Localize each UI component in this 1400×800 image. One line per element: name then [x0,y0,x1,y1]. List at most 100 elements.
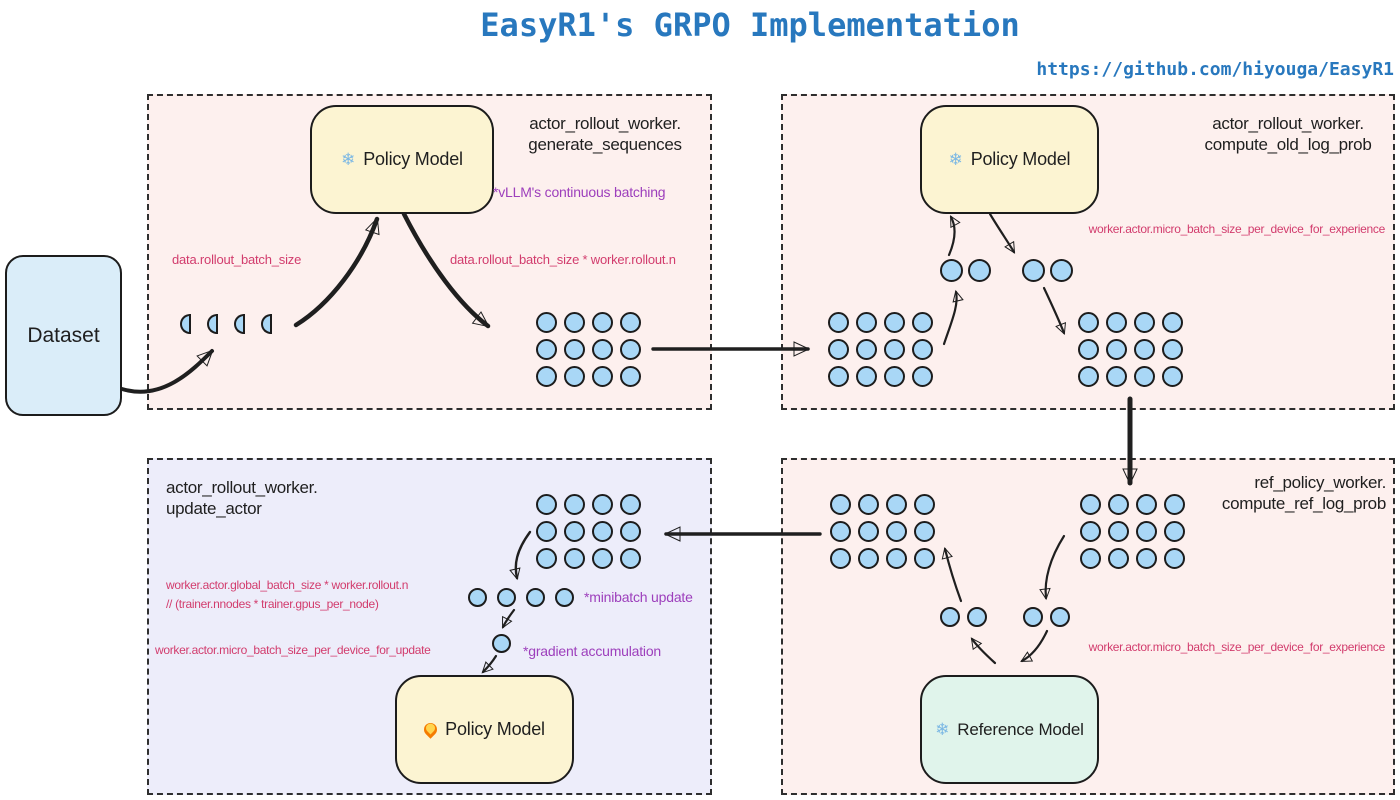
prompt-batch-row [180,314,272,334]
panel-update-actor [147,458,712,795]
sample-token [1134,339,1155,360]
experience-batch-grid [536,494,641,569]
label-rollout-times-n: data.rollout_batch_size * worker.rollout… [450,252,676,267]
sample-token [497,588,516,607]
sample-token [968,259,991,282]
sample-token [914,494,935,515]
sample-token [830,548,851,569]
sample-token [620,339,641,360]
sample-token [1162,339,1183,360]
sample-token [1022,259,1045,282]
prompt-token [207,314,218,334]
sample-token [858,548,879,569]
micro-batch-pair [1022,259,1073,282]
sample-token [564,366,585,387]
sample-token [592,366,613,387]
sample-token [620,494,641,515]
sample-token [828,312,849,333]
model-label: Policy Model [970,149,1071,169]
sample-token [914,521,935,542]
sample-token [1080,548,1101,569]
model-label: Policy Model [363,149,463,169]
label-rollout-batch-size: data.rollout_batch_size [172,252,302,267]
sample-token [858,494,879,515]
sample-token [1108,494,1129,515]
header-update-actor: actor_rollout_worker. update_actor [166,478,318,519]
output-batch-grid [830,494,935,569]
sample-token [1134,312,1155,333]
github-repo-link[interactable]: https://github.com/hiyouga/EasyR1 [1036,59,1394,80]
label-micro-batch-experience-ref: worker.actor.micro_batch_size_per_device… [1088,640,1386,654]
sample-token [620,548,641,569]
prompt-token [261,314,272,334]
note-gradient-accumulation: *gradient accumulation [523,643,662,659]
sample-token [1078,366,1099,387]
sample-token [828,339,849,360]
sample-token [1106,312,1127,333]
model-label: Policy Model [445,719,545,739]
dataset-label: Dataset [27,323,100,347]
policy-model-generate: ❄ Policy Model [310,105,494,214]
micro-batch-sample [492,634,511,653]
input-batch-grid [828,312,933,387]
header-compute-old-log-prob: actor_rollout_worker. compute_old_log_pr… [1204,114,1372,155]
sample-token [967,607,987,627]
micro-batch-pair [940,259,991,282]
sample-token [1023,607,1043,627]
sample-token [912,366,933,387]
sample-token [884,339,905,360]
sample-token [1164,494,1185,515]
header-generate-sequences: actor_rollout_worker. generate_sequences [528,114,682,155]
micro-batch-pair [940,607,987,627]
input-batch-grid [1080,494,1185,569]
sample-token [1106,366,1127,387]
page-title: EasyR1's GRPO Implementation [480,6,1020,44]
sample-token [592,312,613,333]
sample-token [526,588,545,607]
sample-token [536,312,557,333]
sample-token [620,312,641,333]
dataset-box: Dataset [5,255,122,416]
sample-token [564,494,585,515]
prompt-token [180,314,191,334]
sample-token [886,521,907,542]
sample-token [1162,366,1183,387]
sample-token [830,494,851,515]
sample-token [1136,521,1157,542]
sample-token [886,494,907,515]
sample-token [564,521,585,542]
policy-model-old-log-prob: ❄ Policy Model [920,105,1099,214]
sample-token [858,521,879,542]
header-compute-ref-log-prob: ref_policy_worker. compute_ref_log_prob [1221,473,1386,514]
sample-token [592,494,613,515]
sample-token [1164,548,1185,569]
sample-token [886,548,907,569]
sample-token [536,494,557,515]
micro-batch-pair [1023,607,1070,627]
reference-model: ❄ Reference Model [920,675,1099,784]
sample-token [1108,548,1129,569]
sample-token [536,366,557,387]
sample-token [912,339,933,360]
sample-token [1108,521,1129,542]
sample-token [856,312,877,333]
sample-token [620,521,641,542]
minibatch-row [468,588,574,607]
sample-token [1050,607,1070,627]
sample-token [536,548,557,569]
sample-token [1078,312,1099,333]
sample-token [884,366,905,387]
snowflake-icon: ❄ [935,719,950,740]
sample-token [1078,339,1099,360]
sample-token [914,548,935,569]
sample-token [592,548,613,569]
sample-token [592,521,613,542]
sample-token [536,521,557,542]
sample-token [1080,494,1101,515]
sample-token [884,312,905,333]
model-label: Reference Model [957,719,1084,739]
sample-token [620,366,641,387]
sample-token [555,588,574,607]
sample-token [1162,312,1183,333]
